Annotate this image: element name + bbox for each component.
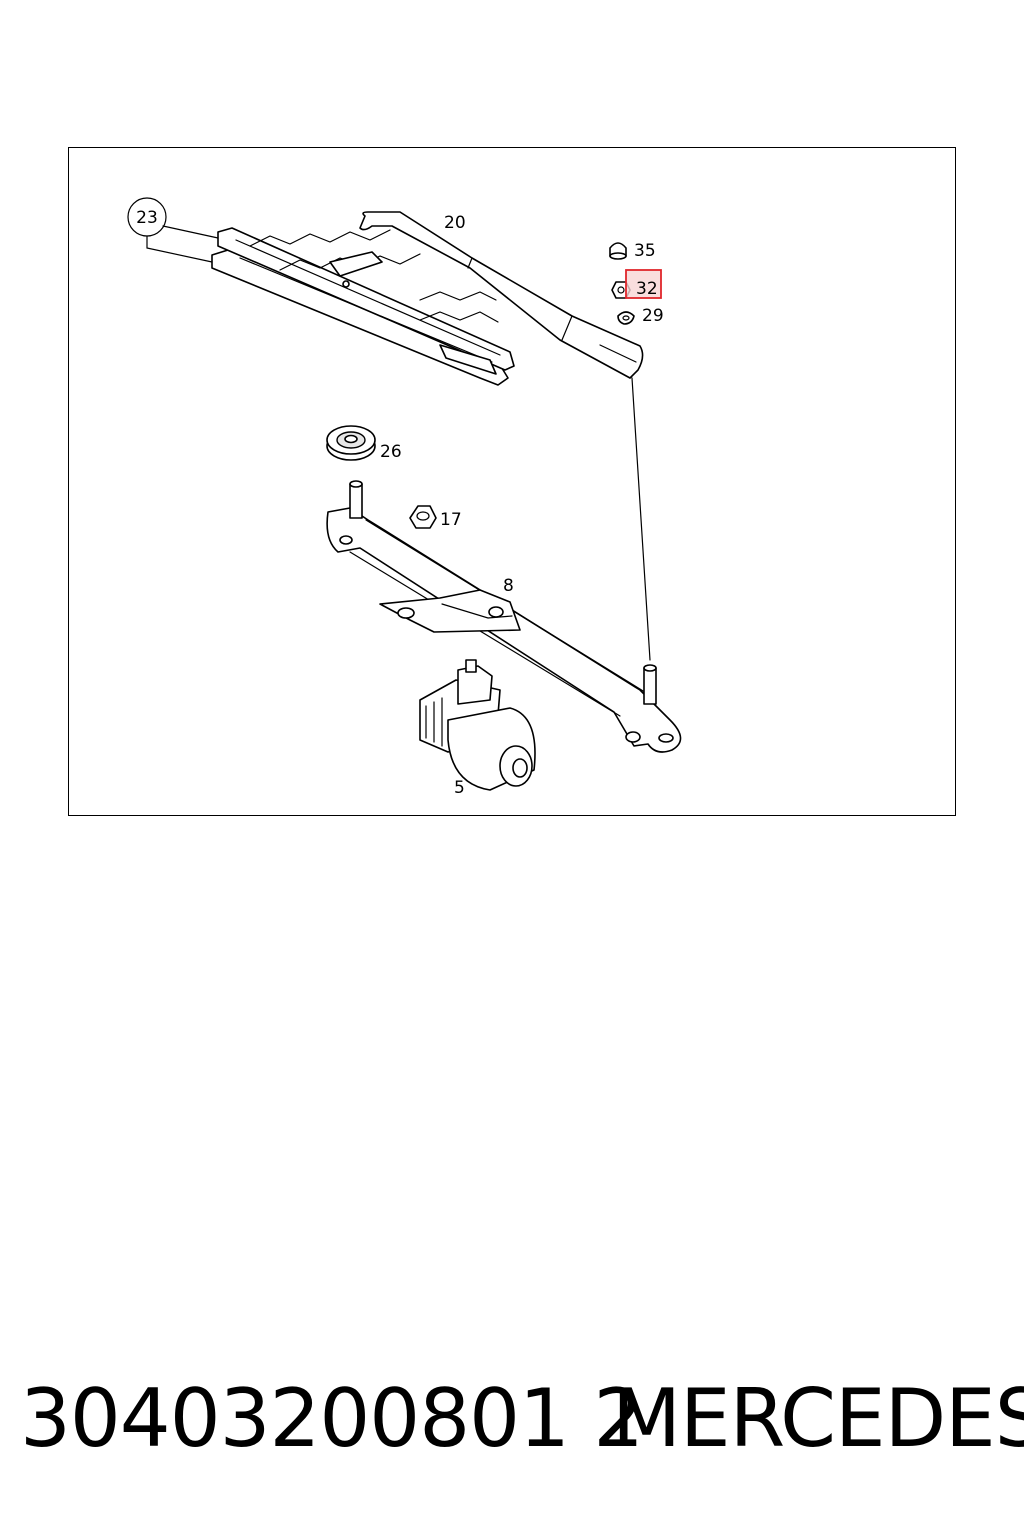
wiper-blade-23[interactable]	[211, 227, 515, 386]
callout-17-label: 17	[440, 510, 462, 530]
callout-20-label: 20	[444, 213, 466, 233]
linkage-frame-8[interactable]	[326, 480, 682, 753]
callout-8-label: 8	[503, 576, 514, 596]
part-number: 30403200801 2	[20, 1372, 644, 1465]
wiper-motor-5[interactable]	[419, 659, 536, 791]
callout-32-label[interactable]: 32	[636, 279, 658, 299]
callout-5-label: 5	[454, 778, 465, 798]
washer-29[interactable]	[617, 311, 635, 325]
cap-35[interactable]	[609, 242, 627, 260]
hex-nut-17[interactable]	[409, 505, 437, 529]
callout-29-label: 29	[642, 306, 664, 326]
grommet-26[interactable]	[326, 425, 376, 461]
callout-35-label: 35	[634, 241, 656, 261]
wiper-arm-20[interactable]	[359, 211, 651, 661]
highlight-box-32	[625, 269, 662, 299]
callout-23-label: 23	[136, 208, 158, 228]
callout-23: 23	[127, 197, 219, 263]
callout-26-label: 26	[380, 442, 402, 462]
footer: 30403200801 2 MERCEDES	[0, 1372, 1024, 1472]
brand-name: MERCEDES	[612, 1372, 1024, 1465]
diagram-frame	[68, 147, 956, 816]
